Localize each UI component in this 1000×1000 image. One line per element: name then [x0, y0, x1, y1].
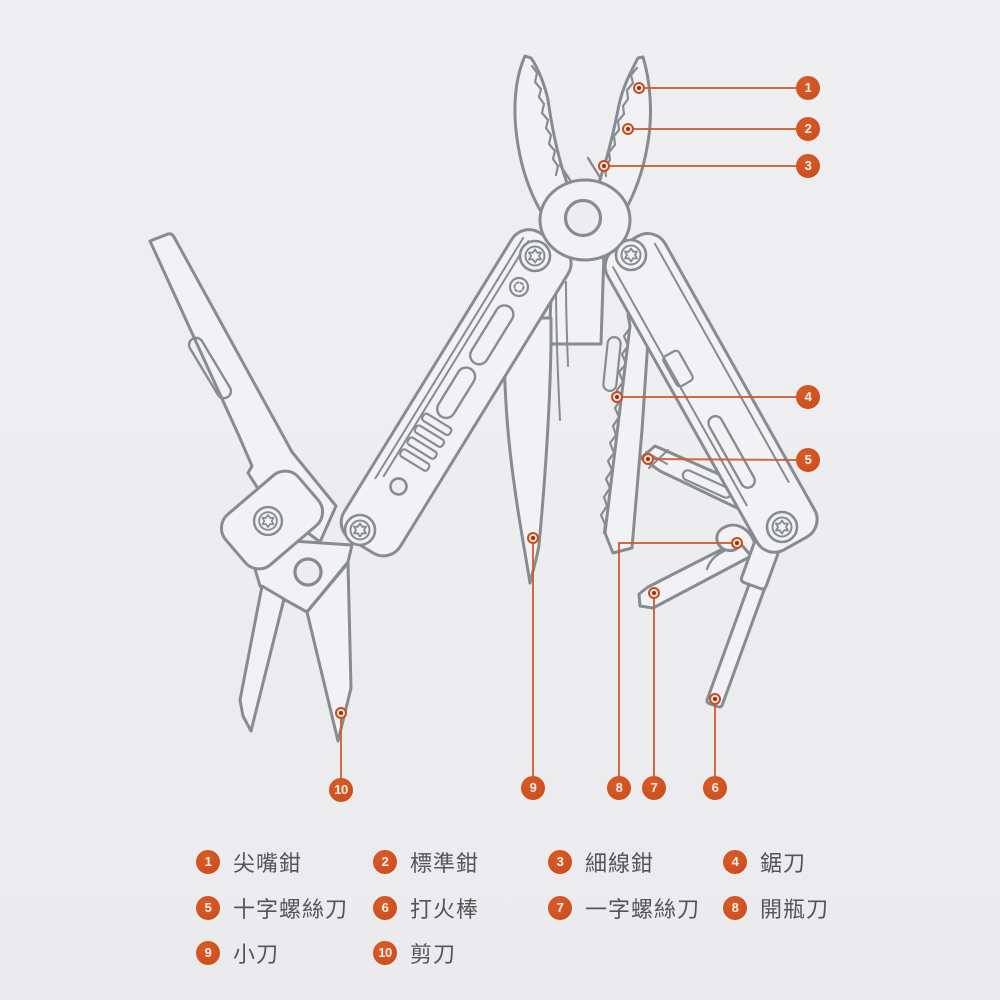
callout-line-5: [647, 458, 797, 461]
legend-number-badge: 1: [196, 850, 220, 874]
callout-line-8: [618, 542, 737, 776]
callout-dot-4: [611, 391, 623, 403]
callout-dot-8: [731, 537, 743, 549]
callout-dot-5: [642, 453, 654, 465]
legend-number-badge: 7: [548, 896, 572, 920]
legend-number-badge: 4: [723, 850, 747, 874]
legend-label: 開瓶刀: [760, 897, 830, 922]
callout-lines: [340, 87, 797, 778]
legend-label: 小刀: [233, 942, 280, 967]
legend-item-6: 6 打火棒: [373, 895, 480, 922]
callout-badge-2: 2: [796, 117, 820, 141]
callout-badge-8: 8: [607, 776, 631, 800]
callout-badge-6: 6: [703, 776, 727, 800]
callout-dot-1: [633, 82, 645, 94]
callout-dot-9: [527, 532, 539, 544]
callout-dot-3: [598, 160, 610, 172]
legend-label: 一字螺絲刀: [585, 897, 701, 922]
knurled-screw-icon: [508, 276, 530, 298]
legend-item-9: 9 小刀: [196, 940, 280, 967]
legend-item-3: 3 細線鉗: [548, 849, 655, 876]
legend-number-badge: 6: [373, 896, 397, 920]
legend-label: 細線鉗: [585, 851, 655, 876]
legend-number-badge: 8: [723, 896, 747, 920]
legend-label: 打火棒: [410, 897, 480, 922]
legend-item-10: 10 剪刀: [373, 940, 457, 967]
callout-dot-6: [709, 693, 721, 705]
legend-item-4: 4 鋸刀: [723, 849, 807, 876]
callout-badge-9: 9: [521, 776, 545, 800]
legend-label: 尖嘴鉗: [233, 851, 303, 876]
legend-label: 標準鉗: [410, 851, 480, 876]
callout-dot-7: [648, 587, 660, 599]
callout-badge-7: 7: [642, 776, 666, 800]
legend-item-2: 2 標準鉗: [373, 849, 480, 876]
legend-item-7: 7 一字螺絲刀: [548, 895, 701, 922]
legend-number-badge: 3: [548, 850, 572, 874]
legend-item-5: 5 十字螺絲刀: [196, 895, 349, 922]
legend-number-badge: 2: [373, 850, 397, 874]
legend-number-badge: 9: [196, 941, 220, 965]
callout-dot-10: [335, 707, 347, 719]
legend-number-badge: 10: [373, 941, 397, 965]
scissors-handle-arm: [148, 232, 338, 544]
legend-item-1: 1 尖嘴鉗: [196, 849, 303, 876]
legend-item-8: 8 開瓶刀: [723, 895, 830, 922]
legend-number-badge: 5: [196, 896, 220, 920]
callout-badge-3: 3: [796, 154, 820, 178]
callout-badge-1: 1: [796, 76, 820, 100]
knife-blade: [502, 316, 553, 585]
callout-badge-10: 10: [329, 778, 353, 802]
saw-blade: [599, 308, 652, 555]
screws: [252, 238, 799, 547]
callout-badge-4: 4: [796, 385, 820, 409]
pivot-boss: [538, 178, 632, 262]
legend-label: 鋸刀: [760, 851, 807, 876]
legend-label: 十字螺絲刀: [233, 897, 349, 922]
callout-dot-2: [622, 123, 634, 135]
callout-badge-5: 5: [796, 448, 820, 472]
legend-label: 剪刀: [410, 942, 457, 967]
